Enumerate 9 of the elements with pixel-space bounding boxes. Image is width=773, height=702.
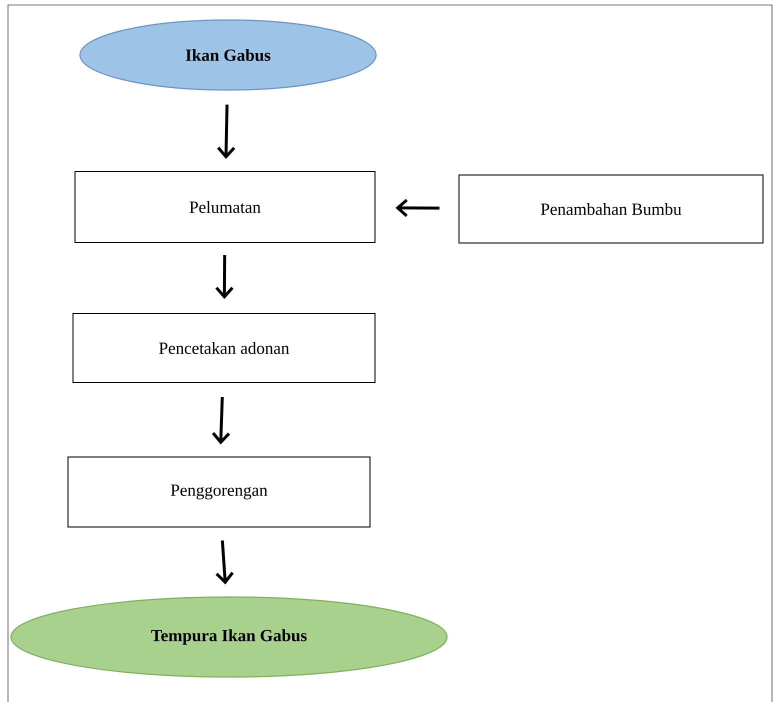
process-box: Pelumatan: [74, 171, 376, 243]
process-box: Penggorengan: [68, 456, 370, 528]
arrow: [212, 396, 230, 445]
process-box: Pencetakan adonan: [72, 313, 376, 383]
arrow: [217, 104, 236, 159]
process-box: Penambahan Bumbu: [458, 174, 764, 244]
arrow: [215, 254, 234, 299]
arrow: [396, 198, 440, 218]
arrow: [216, 540, 234, 584]
